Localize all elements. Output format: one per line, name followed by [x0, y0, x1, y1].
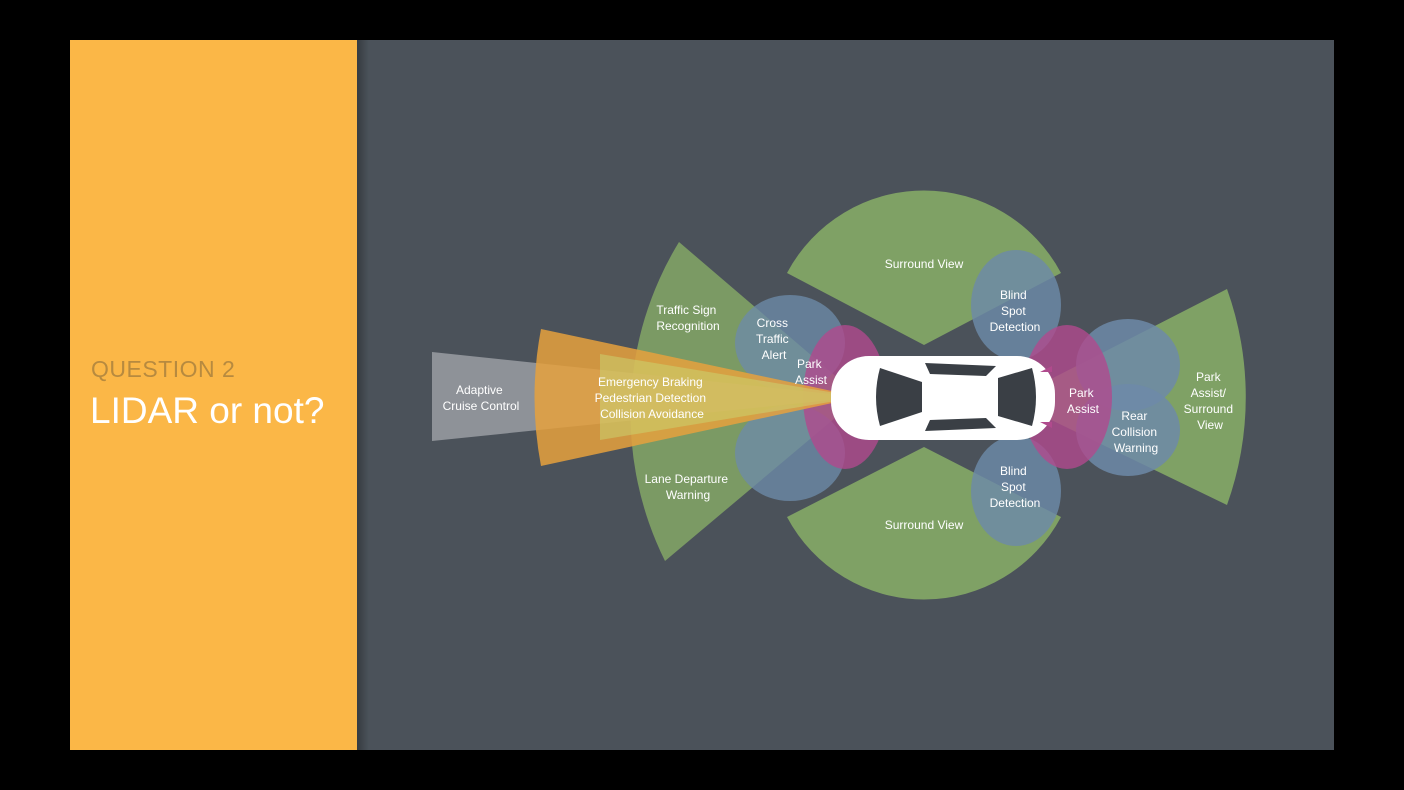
park-assist-rear-zone [1022, 325, 1112, 469]
surround-view-top-label: Surround View [885, 257, 964, 271]
slide-title: LIDAR or not? [90, 390, 325, 431]
emergency-braking-label: Emergency Braking Pedestrian Detection C… [595, 375, 710, 421]
blind-spot-top-label: Blind Spot Detection [990, 288, 1041, 334]
sidebar-shadow [357, 40, 369, 750]
emergency-braking-beam [534, 329, 860, 466]
adaptive-cruise-label: Adaptive Cruise Control [443, 383, 520, 413]
blind-spot-bottom-label: Blind Spot Detection [990, 464, 1041, 510]
cross-traffic-label: Cross Traffic Alert [756, 316, 792, 362]
traffic-sign-label: Traffic Sign Recognition [656, 303, 719, 333]
park-assist-surround-label: Park Assist/ Surround View [1184, 370, 1237, 432]
park-assist-front-label: Park Assist [795, 357, 828, 387]
pedestrian-detection-beam [600, 354, 860, 440]
park-assist-rear-label: Park Assist [1067, 386, 1100, 416]
surround-view-bottom-label: Surround View [885, 518, 964, 532]
blind-spot-bottom-lobe [971, 436, 1061, 546]
rear-collision-label: Rear Collision Warning [1112, 409, 1161, 455]
sidebar-panel: QUESTION 2 LIDAR or not? [70, 40, 357, 750]
car-icon [831, 356, 1055, 440]
question-label: QUESTION 2 [91, 356, 236, 382]
blind-spot-top-lobe [971, 250, 1061, 360]
lane-departure-label: Lane Departure Warning [645, 472, 732, 502]
